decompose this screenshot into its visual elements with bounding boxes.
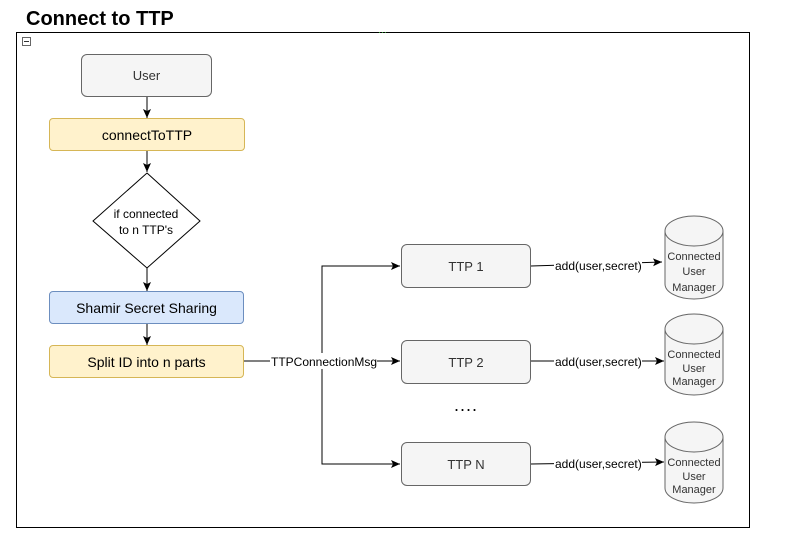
shamir-secret-sharing-node[interactable]: Shamir Secret Sharing	[49, 291, 244, 324]
decision-text-line1: if connected	[114, 207, 179, 221]
database-1[interactable]: Connected User Manager	[664, 215, 724, 300]
edge-label-message: TTPConnectionMsg	[271, 355, 377, 369]
db-n-line2: User	[682, 471, 706, 483]
diagram-title: Connect to TTP	[26, 8, 174, 30]
edge-label-add-n: add(user,secret)	[555, 457, 642, 471]
ttp-2-node[interactable]: TTP 2	[401, 340, 531, 384]
db-n-line1: Connected	[667, 457, 720, 469]
ttp-1-node[interactable]: TTP 1	[401, 244, 531, 288]
db-1-line2: User	[682, 266, 706, 278]
db-2-line3: Manager	[672, 376, 716, 388]
decision-diamond	[92, 172, 201, 269]
more-icon[interactable]: ···	[378, 27, 387, 37]
db-n-line3: Manager	[672, 484, 716, 496]
edge-label-add-1: add(user,secret)	[555, 259, 642, 273]
edge-branch-ttpn	[321, 361, 400, 468]
connect-to-ttp-node[interactable]: connectToTTP	[49, 118, 245, 151]
split-id-node[interactable]: Split ID into n parts	[49, 345, 244, 378]
user-node[interactable]: User	[81, 54, 212, 97]
database-2[interactable]: Connected User Manager	[664, 313, 724, 396]
container-frame	[16, 32, 750, 528]
db-1-line1: Connected	[667, 251, 720, 263]
database-n[interactable]: Connected User Manager	[664, 421, 724, 504]
edge-label-add-2: add(user,secret)	[555, 355, 642, 369]
collapse-icon[interactable]	[22, 37, 31, 46]
ttp-ellipsis: ....	[454, 395, 479, 415]
db-2-line1: Connected	[667, 349, 720, 361]
db-1-line3: Manager	[672, 282, 716, 294]
ttp-n-node[interactable]: TTP N	[401, 442, 531, 486]
decision-text-line2: to n TTP's	[119, 223, 173, 237]
db-2-line2: User	[682, 363, 706, 375]
edge-branch-ttp1	[321, 262, 400, 361]
